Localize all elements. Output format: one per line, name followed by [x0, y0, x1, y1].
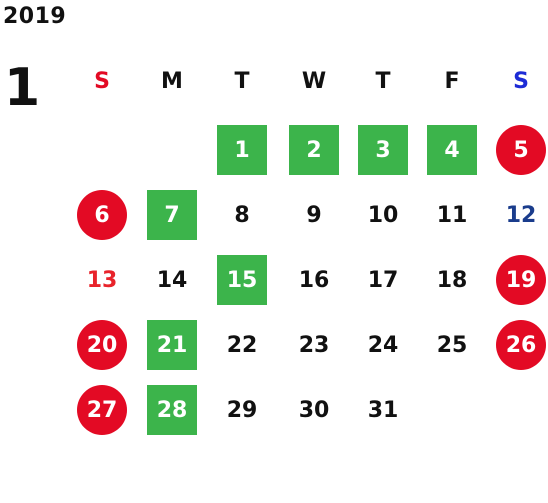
weekday-header-5: F [444, 68, 460, 94]
weekday-header-1: M [161, 68, 183, 94]
day-cell[interactable]: 14 [156, 267, 188, 293]
day-cell[interactable]: 11 [436, 202, 468, 228]
day-cell[interactable]: 7 [147, 190, 197, 240]
day-cell[interactable]: 26 [496, 320, 546, 370]
day-cell[interactable]: 29 [226, 397, 258, 423]
day-cell[interactable]: 13 [86, 267, 118, 293]
day-cell[interactable]: 3 [358, 125, 408, 175]
weekday-header-6: S [513, 68, 529, 94]
day-cell[interactable]: 10 [367, 202, 399, 228]
month-number: 1 [4, 58, 41, 118]
day-cell[interactable]: 23 [298, 332, 330, 358]
day-cell[interactable]: 6 [77, 190, 127, 240]
weekday-header-4: T [375, 68, 391, 94]
day-cell[interactable]: 15 [217, 255, 267, 305]
day-cell[interactable]: 5 [496, 125, 546, 175]
day-cell[interactable]: 31 [367, 397, 399, 423]
year-label: 2019 [3, 4, 67, 29]
day-cell[interactable]: 20 [77, 320, 127, 370]
day-cell[interactable]: 8 [234, 202, 250, 228]
day-cell[interactable]: 1 [217, 125, 267, 175]
day-cell[interactable]: 22 [226, 332, 258, 358]
day-cell[interactable]: 9 [306, 202, 322, 228]
weekday-header-2: T [234, 68, 250, 94]
day-cell[interactable]: 18 [436, 267, 468, 293]
day-cell[interactable]: 4 [427, 125, 477, 175]
day-cell[interactable]: 16 [298, 267, 330, 293]
day-cell[interactable]: 30 [298, 397, 330, 423]
day-cell[interactable]: 21 [147, 320, 197, 370]
weekday-header-0: S [94, 68, 110, 94]
day-cell[interactable]: 17 [367, 267, 399, 293]
day-cell[interactable]: 2 [289, 125, 339, 175]
day-cell[interactable]: 25 [436, 332, 468, 358]
day-cell[interactable]: 12 [505, 202, 537, 228]
weekday-header-3: W [301, 68, 327, 94]
day-cell[interactable]: 24 [367, 332, 399, 358]
day-cell[interactable]: 28 [147, 385, 197, 435]
day-cell[interactable]: 19 [496, 255, 546, 305]
day-cell[interactable]: 27 [77, 385, 127, 435]
